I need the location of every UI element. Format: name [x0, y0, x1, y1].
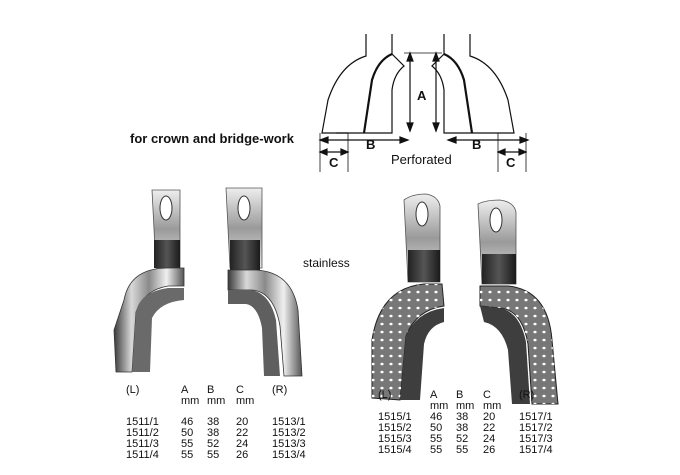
perforated-label: Perforated	[391, 152, 452, 167]
material-label: stainless	[303, 256, 350, 270]
dimension-c-left-label: C	[329, 155, 339, 170]
col-r-header: (R)	[519, 389, 535, 401]
cell-l: 1515/3	[378, 433, 412, 445]
cell-c: 24	[483, 433, 496, 445]
cell-c: 20	[236, 416, 249, 428]
cell-b: 52	[207, 438, 220, 450]
cell-l: 1511/1	[126, 416, 159, 428]
dimension-c-right-label: C	[506, 155, 516, 170]
table-row: 1515/3 55 52 24 1517/3	[378, 434, 553, 445]
col-c-header: C	[483, 389, 491, 401]
unit-b: mm	[456, 400, 475, 412]
unit-c: mm	[483, 400, 502, 412]
cell-r: 1517/2	[519, 422, 553, 434]
cell-b: 38	[207, 427, 220, 439]
cell-b: 55	[456, 444, 469, 456]
cell-b: 38	[456, 411, 469, 423]
cell-a: 55	[430, 433, 443, 445]
dimension-b-left-label: B	[366, 137, 376, 152]
table-row: 1515/4 55 55 26 1517/4	[378, 445, 553, 456]
cell-a: 50	[181, 427, 194, 439]
cell-a: 55	[430, 444, 443, 456]
cell-l: 1511/2	[126, 427, 159, 439]
table-row: 1511/2 50 38 22 1513/2	[126, 428, 306, 439]
cell-a: 46	[430, 411, 443, 423]
cell-r: 1517/1	[519, 411, 553, 423]
spec-table-stainless: (L) A B C (R) mm mm mm 1511/1 46 38 20 1…	[126, 385, 306, 461]
col-l-header: (L)	[378, 389, 392, 401]
unit-c: mm	[236, 395, 255, 407]
spec-table-perforated: (L) A B C (R) mm mm mm 1515/1 46 38 20 1…	[378, 390, 553, 456]
dimension-a-label: A	[417, 88, 427, 103]
cell-l: 1511/4	[126, 449, 159, 461]
cell-c: 26	[236, 449, 249, 461]
col-a-header: A	[430, 389, 438, 401]
diagram-left-tray	[321, 34, 405, 134]
cell-r: 1517/3	[519, 433, 553, 445]
cell-l: 1515/2	[378, 422, 412, 434]
table-row: 1511/3 55 52 24 1513/3	[126, 439, 306, 450]
unit-b: mm	[207, 395, 226, 407]
cell-c: 26	[483, 444, 496, 456]
col-b-header: B	[207, 384, 215, 396]
cell-l: 1511/3	[126, 438, 159, 450]
table-row: 1511/1 46 38 20 1513/1	[126, 417, 306, 428]
heading: for crown and bridge-work	[130, 131, 294, 146]
dimension-diagram	[318, 34, 530, 172]
cell-a: 55	[181, 438, 194, 450]
cell-l: 1515/4	[378, 444, 412, 456]
cell-r: 1513/1	[272, 416, 306, 428]
cell-c: 22	[236, 427, 249, 439]
cell-b: 38	[456, 422, 469, 434]
cell-b: 38	[207, 416, 220, 428]
col-b-header: B	[456, 389, 464, 401]
table-row: 1511/4 55 55 26 1513/4	[126, 450, 306, 461]
col-c-header: C	[236, 384, 244, 396]
cell-r: 1513/4	[272, 449, 306, 461]
tray-perforated-left	[371, 193, 445, 401]
col-r-header: (R)	[272, 384, 288, 396]
cell-c: 22	[483, 422, 496, 434]
cell-a: 46	[181, 416, 194, 428]
cell-r: 1513/3	[272, 438, 306, 450]
col-l-header: (L)	[126, 384, 140, 396]
tray-solid-right	[225, 187, 303, 377]
cell-r: 1513/2	[272, 427, 306, 439]
tray-solid-left	[113, 189, 185, 373]
cell-a: 50	[430, 422, 443, 434]
cell-r: 1517/4	[519, 444, 553, 456]
cell-c: 20	[483, 411, 496, 423]
cell-a: 55	[181, 449, 194, 461]
table-row: 1515/1 46 38 20 1517/1	[378, 412, 553, 423]
cell-b: 52	[456, 433, 469, 445]
cell-b: 55	[207, 449, 220, 461]
dimension-b-right-label: B	[472, 137, 482, 152]
unit-a: mm	[181, 395, 200, 407]
table-row: 1515/2 50 38 22 1517/2	[378, 423, 553, 434]
col-a-header: A	[181, 384, 189, 396]
tray-perforated-right	[477, 199, 559, 405]
diagram-right-tray	[431, 34, 515, 134]
cell-c: 24	[236, 438, 249, 450]
unit-a: mm	[430, 400, 449, 412]
cell-l: 1515/1	[378, 411, 412, 423]
